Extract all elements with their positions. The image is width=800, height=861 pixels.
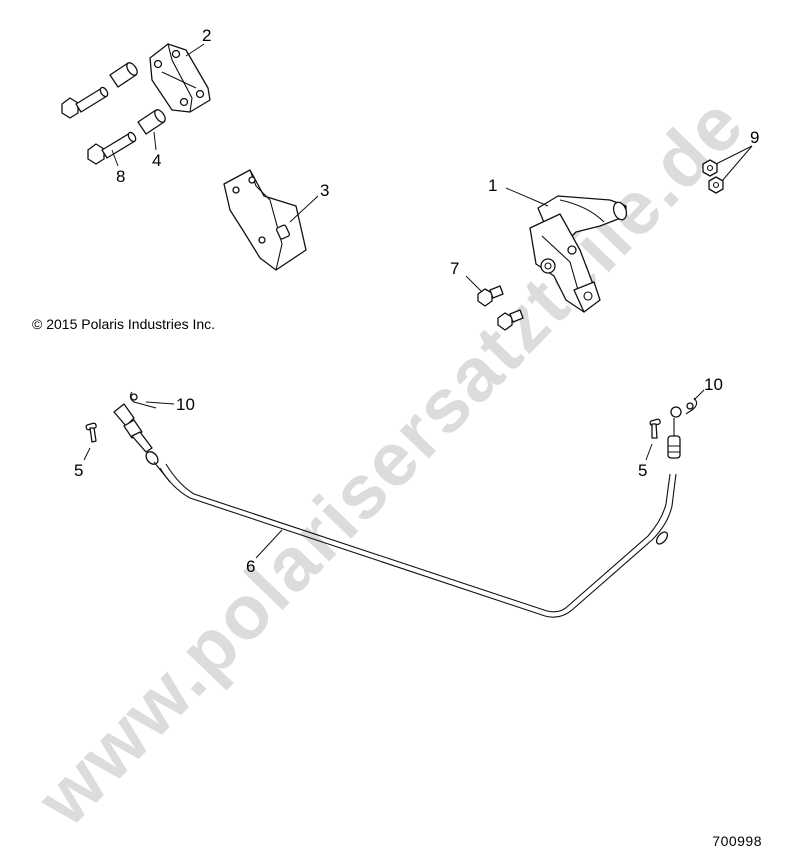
watermark-text: www.polarisersatzteile.de xyxy=(20,80,760,842)
part-6-brake-cable xyxy=(113,403,682,618)
callout-10-left: 10 xyxy=(176,395,195,414)
part-4-sleeve-upper xyxy=(109,62,138,88)
callout-5-right: 5 xyxy=(638,461,647,480)
part-8-bolt-upper xyxy=(61,86,109,119)
callout-2: 2 xyxy=(202,26,211,45)
callout-5-left: 5 xyxy=(74,461,83,480)
callout-9: 9 xyxy=(750,128,759,147)
part-4-sleeve-lower xyxy=(137,109,166,135)
callout-8: 8 xyxy=(116,167,125,186)
part-9-nut-upper xyxy=(702,159,718,177)
part-8-bolt-lower xyxy=(87,131,137,165)
part-10-clip-right xyxy=(685,397,698,415)
callouts: 1 2 3 4 5 5 6 7 8 9 10 10 xyxy=(74,26,759,576)
cable-left-clevis xyxy=(113,403,135,427)
leader-lines xyxy=(83,43,753,559)
callout-3: 3 xyxy=(320,181,329,200)
cable-right-eye xyxy=(670,406,682,418)
part-1-brake-lever-assembly xyxy=(529,195,628,313)
callout-10-right: 10 xyxy=(704,375,723,394)
part-7-bolt-upper xyxy=(477,285,504,307)
part-2-mount-bracket xyxy=(149,43,211,113)
callout-1: 1 xyxy=(488,176,497,195)
part-9-nut-lower xyxy=(708,176,724,194)
callout-6: 6 xyxy=(246,557,255,576)
callout-7: 7 xyxy=(450,259,459,278)
part-5-pin-right xyxy=(649,418,661,439)
part-3-lever-bracket xyxy=(223,169,307,271)
copyright-notice: © 2015 Polaris Industries Inc. xyxy=(32,316,216,332)
part-5-pin-left xyxy=(85,422,97,443)
watermark: www.polarisersatzteile.de xyxy=(20,80,760,842)
callout-4: 4 xyxy=(152,151,161,170)
part-7-bolt-lower xyxy=(497,309,524,331)
diagram-number: 700998 xyxy=(712,833,762,849)
part-10-clip-left xyxy=(129,391,157,409)
